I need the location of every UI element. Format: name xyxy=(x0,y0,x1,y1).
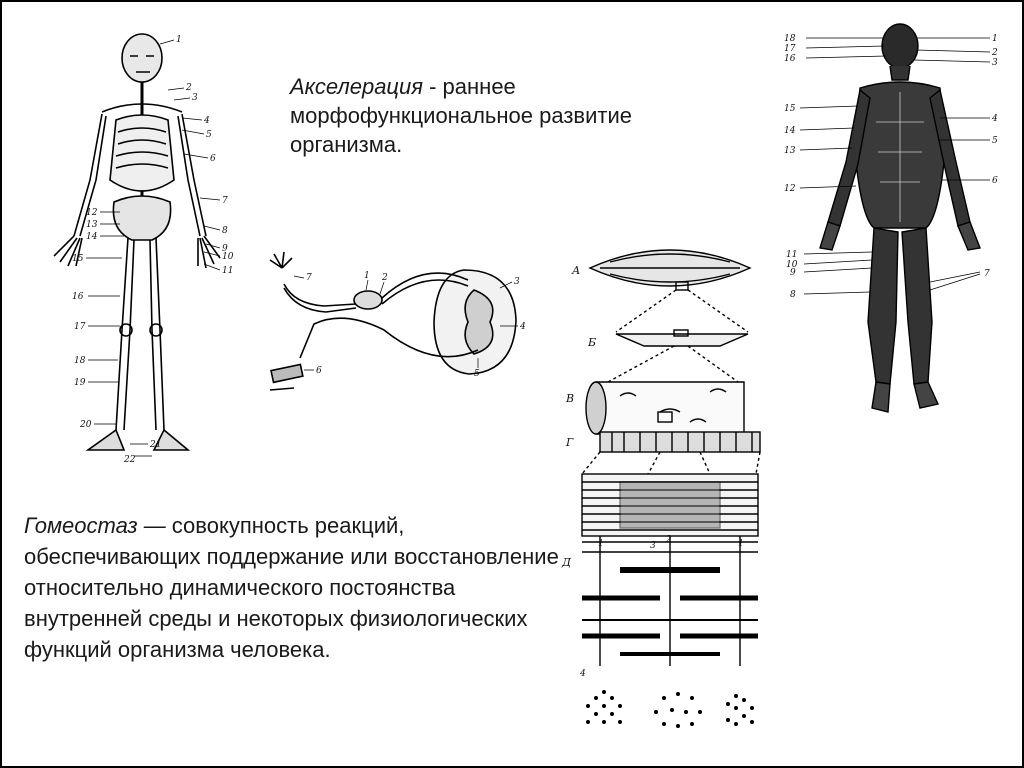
skeleton-label: 3 xyxy=(192,93,198,103)
skeleton-label: 11 xyxy=(222,266,233,276)
skeleton-label: 4 xyxy=(203,116,210,126)
muscle-system-label: 18 xyxy=(784,34,796,44)
muscle-number: 3 xyxy=(650,541,656,551)
muscle-letter: В xyxy=(565,392,574,405)
muscle-number: 1 xyxy=(738,539,744,549)
skeleton-label: 13 xyxy=(86,220,98,230)
skeleton-label: 1 xyxy=(176,35,182,45)
muscle-system-label: 2 xyxy=(991,48,998,58)
muscle-number: 4 xyxy=(579,669,586,679)
muscle-system-label: 3 xyxy=(992,58,998,68)
muscle-letter: А xyxy=(571,264,580,277)
muscle-system-label: 8 xyxy=(790,290,796,300)
reflex-arc-label: 2 xyxy=(381,273,388,283)
muscle-letter: Б xyxy=(587,336,596,349)
skeleton-label: 10 xyxy=(222,252,234,262)
skeleton-label: 5 xyxy=(206,130,212,140)
muscle-number: 1 xyxy=(598,539,604,549)
reflex-arc-label: 1 xyxy=(364,271,370,281)
acceleration-definition: Акселерация - раннее морфофункциональное… xyxy=(290,72,730,159)
muscle-system-label: 14 xyxy=(784,126,796,136)
muscle-system-label: 11 xyxy=(786,250,797,260)
acceleration-text: - раннее морфофункциональное развитие ор… xyxy=(290,74,632,157)
skeleton-label: 15 xyxy=(72,254,84,264)
skeleton-label: 21 xyxy=(149,440,161,450)
homeostasis-definition: Гомеостаз — совокупность реакций, обеспе… xyxy=(24,510,564,665)
homeostasis-text: — совокупность реакций, обеспечивающих п… xyxy=(24,513,559,662)
muscular-system-figure: 18 17 16 1 2 3 15 14 13 12 4 5 6 11 10 9… xyxy=(784,23,998,413)
muscle-system-label: 9 xyxy=(790,268,796,278)
skeleton-label: 14 xyxy=(86,232,98,242)
muscle-system-label: 6 xyxy=(992,176,998,186)
skeleton-label: 6 xyxy=(210,154,216,164)
muscle-system-label: 12 xyxy=(784,184,796,194)
skeleton-label: 8 xyxy=(222,226,228,236)
muscle-system-label: 16 xyxy=(784,54,796,64)
skeleton-label: 9 xyxy=(222,244,228,254)
muscle-system-label: 4 xyxy=(991,114,998,124)
muscle-structure-figure: А Б В Г Д 1 2 3 1 4 xyxy=(561,249,761,728)
skeleton-label: 12 xyxy=(86,208,98,218)
muscle-number: 2 xyxy=(665,535,672,545)
skeleton-figure: 1 2 3 4 5 6 7 8 9 10 11 12 13 14 15 16 1… xyxy=(53,33,234,465)
reflex-arc-label: 3 xyxy=(514,277,520,287)
skeleton-label: 19 xyxy=(74,378,86,388)
homeostasis-term: Гомеостаз xyxy=(24,513,138,538)
reflex-arc-label: 6 xyxy=(316,366,322,376)
muscle-letter: Г xyxy=(565,436,574,449)
skeleton-label: 20 xyxy=(79,420,92,430)
muscle-system-label: 7 xyxy=(984,269,990,279)
skeleton-label: 22 xyxy=(123,455,136,465)
muscle-system-label: 15 xyxy=(784,104,796,114)
reflex-arc-figure: 1 2 3 4 5 6 7 xyxy=(269,251,526,391)
muscle-system-label: 17 xyxy=(784,44,796,54)
skeleton-label: 7 xyxy=(222,196,228,206)
skeleton-label: 16 xyxy=(72,292,84,302)
muscle-system-label: 1 xyxy=(992,34,998,44)
skeleton-label: 17 xyxy=(74,322,86,332)
reflex-arc-label: 7 xyxy=(306,273,312,283)
muscle-letter: Д xyxy=(561,556,572,569)
skeleton-label: 18 xyxy=(74,356,86,366)
reflex-arc-label: 5 xyxy=(474,369,480,379)
skeleton-label: 2 xyxy=(185,83,192,93)
muscle-system-label: 13 xyxy=(784,146,796,156)
muscle-system-label: 5 xyxy=(992,136,998,146)
reflex-arc-label: 4 xyxy=(519,322,526,332)
muscle-system-label: 10 xyxy=(786,260,798,270)
acceleration-term: Акселерация xyxy=(290,74,423,99)
